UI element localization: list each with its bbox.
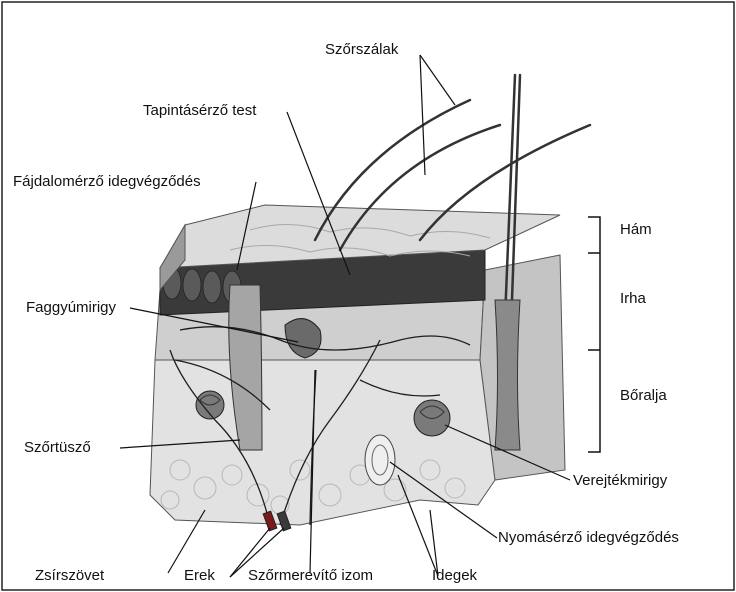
label-fat-tissue: Zsírszövet [35, 568, 104, 583]
label-nerves: Idegek [432, 568, 477, 583]
label-sweat-gland: Verejtékmirigy [573, 473, 667, 488]
label-pressure-nerve-ending: Nyomásérző idegvégződés [498, 530, 679, 545]
label-sebaceous-gland: Faggyúmirigy [26, 300, 116, 315]
label-hair-follicle: Szőrtüsző [24, 440, 91, 455]
pressure-receptor [365, 435, 395, 485]
label-vessels: Erek [184, 568, 215, 583]
label-layer-hypodermis: Bőralja [620, 388, 667, 403]
layer-brackets [588, 217, 600, 452]
hair-follicle-right [495, 300, 520, 450]
label-pain-nerve-ending: Fájdalomérző idegvégződés [13, 174, 201, 189]
label-hair-shafts: Szőrszálak [325, 42, 398, 57]
label-layer-epidermis: Hám [620, 222, 652, 237]
label-erector-muscle: Szőrmerevítő izom [248, 568, 373, 583]
label-layer-dermis: Irha [620, 291, 646, 306]
label-touch-receptor: Tapintásérző test [143, 103, 256, 118]
